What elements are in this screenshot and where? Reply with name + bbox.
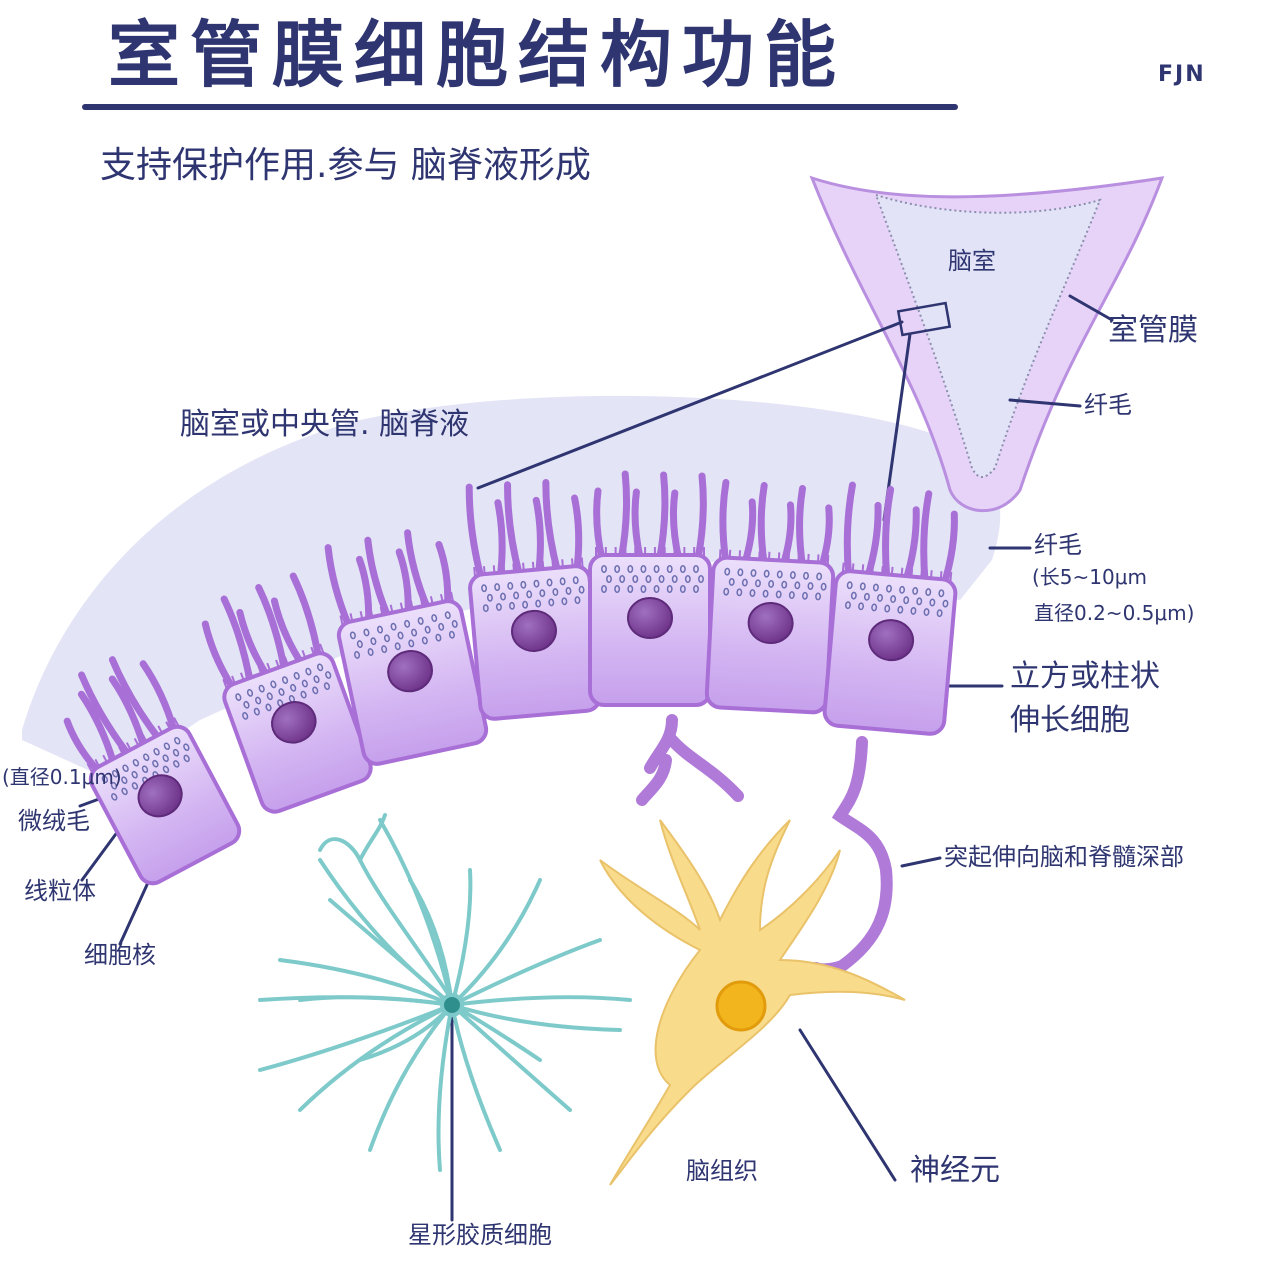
ependymal-cell xyxy=(822,481,958,736)
astrocyte-process xyxy=(450,1003,502,1152)
cilia xyxy=(63,656,178,775)
astrocyte-process xyxy=(450,868,473,1007)
cell-nucleus xyxy=(271,701,317,744)
microvilli xyxy=(841,562,953,582)
astrocyte-process xyxy=(450,938,602,1007)
label-cilia-diameter: 直径0.2~0.5μm) xyxy=(1034,601,1195,625)
astrocyte-process xyxy=(378,818,454,1007)
cell-nucleus xyxy=(137,774,183,818)
astrocyte-process xyxy=(450,1003,572,1112)
mitochondria xyxy=(349,611,458,659)
microvilli xyxy=(473,557,584,577)
cell-nucleus xyxy=(627,597,673,639)
astrocyte-process xyxy=(278,958,454,1007)
title-underline xyxy=(82,104,958,110)
mitochondria xyxy=(601,565,704,593)
microvilli xyxy=(595,547,705,556)
astrocyte-process xyxy=(258,995,454,1007)
cell-nucleus xyxy=(387,650,434,693)
label-ventricle-csf: 脑室或中央管. 脑脊液 xyxy=(180,407,470,442)
label-ventricle: 脑室 xyxy=(948,247,996,275)
astrocyte-process xyxy=(298,1003,454,1112)
label-brain-tissue: 脑组织 xyxy=(686,1157,758,1185)
mitochondria xyxy=(845,581,949,618)
microvilli xyxy=(718,549,830,564)
astrocyte-process xyxy=(368,1003,454,1152)
label-mitochondria: 线粒体 xyxy=(24,877,96,905)
mitochondria xyxy=(101,736,190,801)
astrocyte xyxy=(258,813,632,1172)
ependymal-cell xyxy=(324,529,489,766)
label-ependyma: 室管膜 xyxy=(1108,313,1198,348)
astrocyte-process xyxy=(450,1003,622,1032)
cell-nucleus xyxy=(511,609,557,652)
cilia xyxy=(843,481,958,587)
astrocyte-process xyxy=(258,1003,454,1072)
subtitle: 支持保护作用.参与 脑脊液形成 xyxy=(100,145,591,186)
ependymal-cell xyxy=(465,478,602,721)
cell-nucleus xyxy=(747,602,794,645)
astrocyte-process xyxy=(318,858,454,1007)
cilia xyxy=(719,478,833,571)
mitochondria xyxy=(723,567,827,601)
ependymal-cell xyxy=(63,656,242,886)
author-signature: FJN xyxy=(1158,62,1206,87)
microvilli xyxy=(86,717,180,772)
label-astrocyte: 星形胶质细胞 xyxy=(408,1221,552,1249)
label-cell-shape-1: 立方或柱状 xyxy=(1010,659,1160,694)
basal-process-right xyxy=(810,736,893,976)
page-title: 室管膜细胞结构功能 xyxy=(108,13,847,97)
neuron xyxy=(599,819,906,1186)
label-inset-cilia: 纤毛 xyxy=(1084,391,1132,419)
cilia xyxy=(593,470,707,563)
ependymal-cell xyxy=(588,470,712,707)
basal-process-left xyxy=(636,714,744,806)
cilia xyxy=(465,478,583,582)
cilia xyxy=(201,572,323,692)
basal-processes xyxy=(636,714,893,976)
astrocyte-soma xyxy=(440,993,464,1017)
label-cilia-length: (长5~10μm xyxy=(1032,565,1147,589)
ependymal-cell xyxy=(201,572,373,814)
ependymal-cell xyxy=(704,478,836,715)
microvilli xyxy=(222,643,325,688)
neuron-leader xyxy=(798,1028,897,1182)
label-process: 突起伸向脑和脊髓深部 xyxy=(944,843,1184,871)
zoom-leader-left xyxy=(476,320,904,490)
astrocyte-endfoot xyxy=(318,813,454,1002)
inset-cilia-leader xyxy=(1008,398,1082,408)
process-leader xyxy=(900,856,942,868)
inset-ventricle-lumen xyxy=(874,193,1102,478)
astrocyte-process xyxy=(450,878,542,1007)
label-microvilli: 微绒毛 xyxy=(18,807,90,835)
ependyma-leader xyxy=(1068,294,1114,322)
label-neuron: 神经元 xyxy=(910,1153,1000,1188)
label-nucleus: 细胞核 xyxy=(84,941,156,969)
label-microvilli-diameter: (直径0.1μm) xyxy=(2,765,122,789)
microvilli xyxy=(339,591,454,625)
astrocyte-process xyxy=(450,995,632,1007)
neuron-nucleus xyxy=(715,980,767,1032)
label-cilia: 纤毛 xyxy=(1034,531,1082,559)
label-cell-shape-2: 伸长细胞 xyxy=(1010,703,1130,738)
astrocyte-process xyxy=(436,1003,454,1172)
cell-nucleus xyxy=(868,619,915,662)
mitochondria xyxy=(481,576,585,613)
ependymal-cell-row xyxy=(63,470,958,886)
